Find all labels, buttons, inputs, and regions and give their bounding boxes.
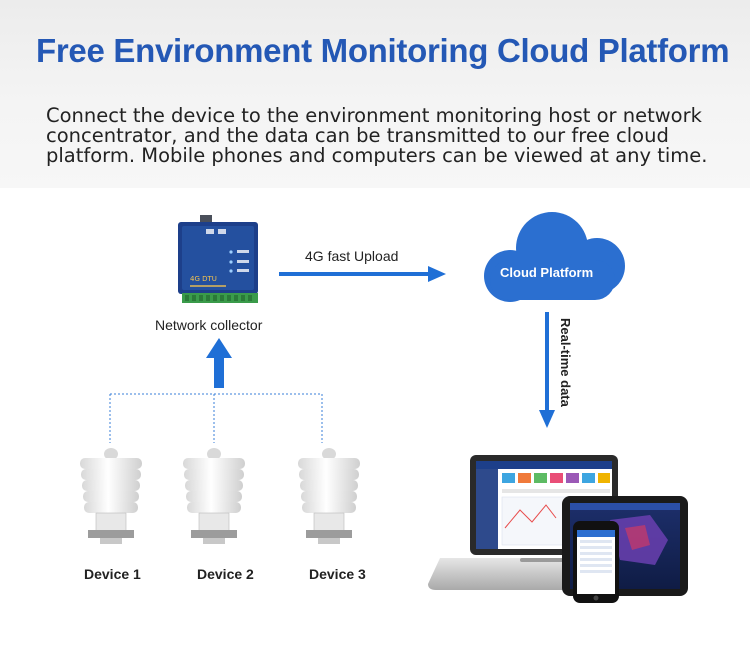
- upload-arrow: [279, 266, 446, 282]
- phone-icon: [573, 521, 619, 603]
- network-collector-device: 4G DTU: [178, 215, 258, 303]
- collector-device-text: 4G DTU: [190, 275, 217, 283]
- device-2-label: Device 2: [197, 566, 254, 582]
- header-banner: Free Environment Monitoring Cloud Platfo…: [0, 0, 750, 188]
- sensor-device-3: [298, 448, 360, 544]
- upload-arrow-label: 4G fast Upload: [305, 248, 399, 264]
- realtime-arrow: [539, 312, 555, 428]
- device-connector-lines: [109, 393, 323, 443]
- page-title: Free Environment Monitoring Cloud Platfo…: [36, 32, 730, 69]
- realtime-data-label: Real-time data: [558, 318, 573, 407]
- page-description: Connect the device to the environment mo…: [46, 104, 708, 167]
- cloud-platform-label: Cloud Platform: [500, 265, 594, 280]
- collector-up-arrow: [206, 338, 232, 388]
- sensor-device-1: [80, 448, 142, 544]
- device-1-label: Device 1: [84, 566, 141, 582]
- cloud-icon: [484, 212, 625, 302]
- network-collector-label: Network collector: [155, 317, 263, 333]
- device-3-label: Device 3: [309, 566, 366, 582]
- sensor-device-2: [183, 448, 245, 544]
